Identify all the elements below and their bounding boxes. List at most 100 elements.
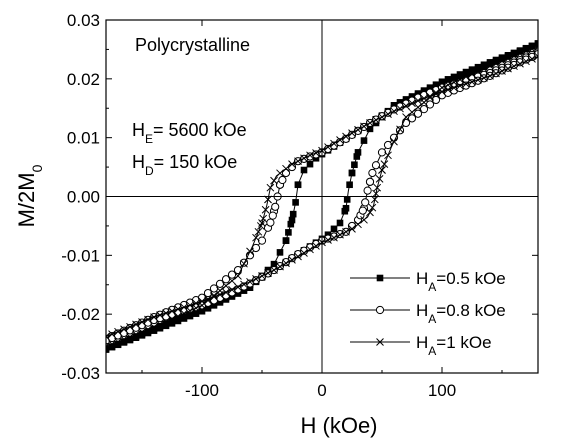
series-2-upper-point (306, 151, 314, 160)
series-2-upper-point (348, 129, 356, 137)
series-0-lower-point (492, 56, 500, 64)
y-tick-label-0: -0.03 (61, 364, 100, 383)
series-0-lower-point (120, 338, 128, 346)
x-axis-title: H (kOe) (301, 413, 378, 438)
series-2-upper-point (402, 102, 410, 110)
series-1-upper-point (245, 251, 255, 260)
series-1-lower-point (389, 133, 399, 142)
x-tick-label-2: 100 (428, 381, 456, 400)
series-2-upper-point (300, 154, 308, 163)
series-0-lower-point (474, 63, 482, 71)
series-0-upper-jump-point (285, 229, 292, 236)
series-0-lower-point (408, 93, 416, 100)
series-2-upper-point (132, 330, 140, 339)
series-2-upper-point (492, 69, 500, 78)
series-2-upper-point (432, 90, 440, 98)
series-2-lower-point (450, 78, 458, 87)
series-0-lower-point (360, 137, 368, 144)
series-0-lower-point (486, 59, 494, 66)
series-2-lower-point (106, 332, 110, 341)
series-2-lower-point (204, 295, 212, 303)
series-2-lower-point (312, 242, 320, 250)
series-0-lower-point (138, 330, 146, 338)
annotation-polycrystalline: Polycrystalline (135, 35, 250, 55)
series-0-lower-point (108, 343, 116, 351)
series-2-upper-point (282, 164, 290, 173)
series-0-lower-point (522, 44, 530, 52)
series-2-lower-point (462, 72, 470, 81)
series-2-upper-point (390, 107, 398, 116)
series-2-upper-point (516, 59, 524, 68)
series-2-lower-point (270, 266, 278, 274)
series-2-upper-point (336, 136, 344, 144)
series-2-upper-point (222, 281, 230, 290)
series-2-lower-point (234, 283, 242, 291)
series-2-upper-jump-point (264, 195, 272, 204)
series-2-upper-jump-point (256, 222, 265, 230)
y-tick-label-6: 0.03 (67, 11, 100, 30)
series-0-lower-point (132, 333, 140, 340)
series-2-lower-point (384, 151, 392, 160)
series-2-upper-point (372, 116, 380, 124)
series-2-lower-point (330, 233, 338, 242)
series-0-lower-point (402, 96, 410, 103)
series-2-lower-point (432, 88, 440, 97)
series-0-lower-point (180, 312, 188, 320)
series-2-upper-jump-point (266, 183, 275, 192)
series-2-upper-point (378, 113, 386, 121)
series-2-lower-point (306, 245, 314, 254)
series-2 (106, 42, 538, 351)
series-2-lower-point (414, 103, 422, 112)
series-0-lower-point (156, 323, 164, 330)
series-0-lower-point (456, 71, 464, 78)
series-2-lower-point (246, 277, 254, 286)
legend-marker-2 (376, 338, 384, 346)
series-2-lower-point (324, 236, 332, 244)
series-2-lower-point (408, 108, 416, 117)
series-2-lower-point (252, 275, 260, 283)
series-2-upper-point (234, 272, 242, 280)
series-2-upper-point (144, 325, 152, 334)
series-1-upper-jump-point (271, 202, 280, 211)
series-2-lower-jump-point (370, 195, 379, 204)
series-1-upper-jump-point (266, 218, 275, 227)
series-2-lower-point (354, 220, 362, 229)
series-2-lower-point (528, 45, 536, 53)
series-2-lower-point (522, 47, 530, 56)
series-2-upper-point (468, 77, 476, 86)
series-2-upper-point (510, 62, 518, 71)
series-2-lower-point (120, 325, 128, 334)
series-2-lower-point (216, 290, 224, 299)
series-2-upper-point (114, 337, 122, 346)
annotation-he: HE= 5600 kOe (132, 120, 247, 146)
series-2-upper-point (474, 76, 482, 84)
series-2-upper-point (138, 328, 146, 336)
series-2-lower-point (516, 49, 524, 58)
series-2-upper-point (162, 317, 170, 326)
series-1-lower-point (407, 114, 417, 123)
series-1-upper-point (251, 243, 261, 253)
series-2-lower-point (336, 230, 344, 239)
series-1-upper-point (227, 270, 237, 279)
series-0-lower-point (336, 219, 344, 227)
series-0-lower-point (468, 66, 476, 73)
series-2-upper-point (270, 176, 278, 185)
series-2-upper-point (366, 119, 374, 127)
series-2-lower-point (402, 113, 410, 121)
series-2-upper-jump-point (261, 205, 270, 214)
series-0-lower-point (420, 87, 428, 94)
series-2-lower-point (264, 269, 272, 277)
series-2-lower-point (210, 292, 218, 301)
series-2-lower-jump-point (368, 203, 377, 212)
series-2-lower-point (288, 256, 296, 264)
series-0-lower-point (144, 328, 152, 335)
series-0-upper-jump-point (292, 199, 299, 206)
series-2-upper-point (120, 335, 128, 344)
series-0-lower-jump-point (353, 153, 361, 160)
y-tick-label-2: -0.01 (61, 246, 100, 265)
series-2-upper-point (228, 276, 236, 285)
series-2-upper-jump-point (259, 214, 268, 223)
series-2-upper-point (354, 125, 362, 134)
series-0-lower-point (162, 320, 170, 328)
